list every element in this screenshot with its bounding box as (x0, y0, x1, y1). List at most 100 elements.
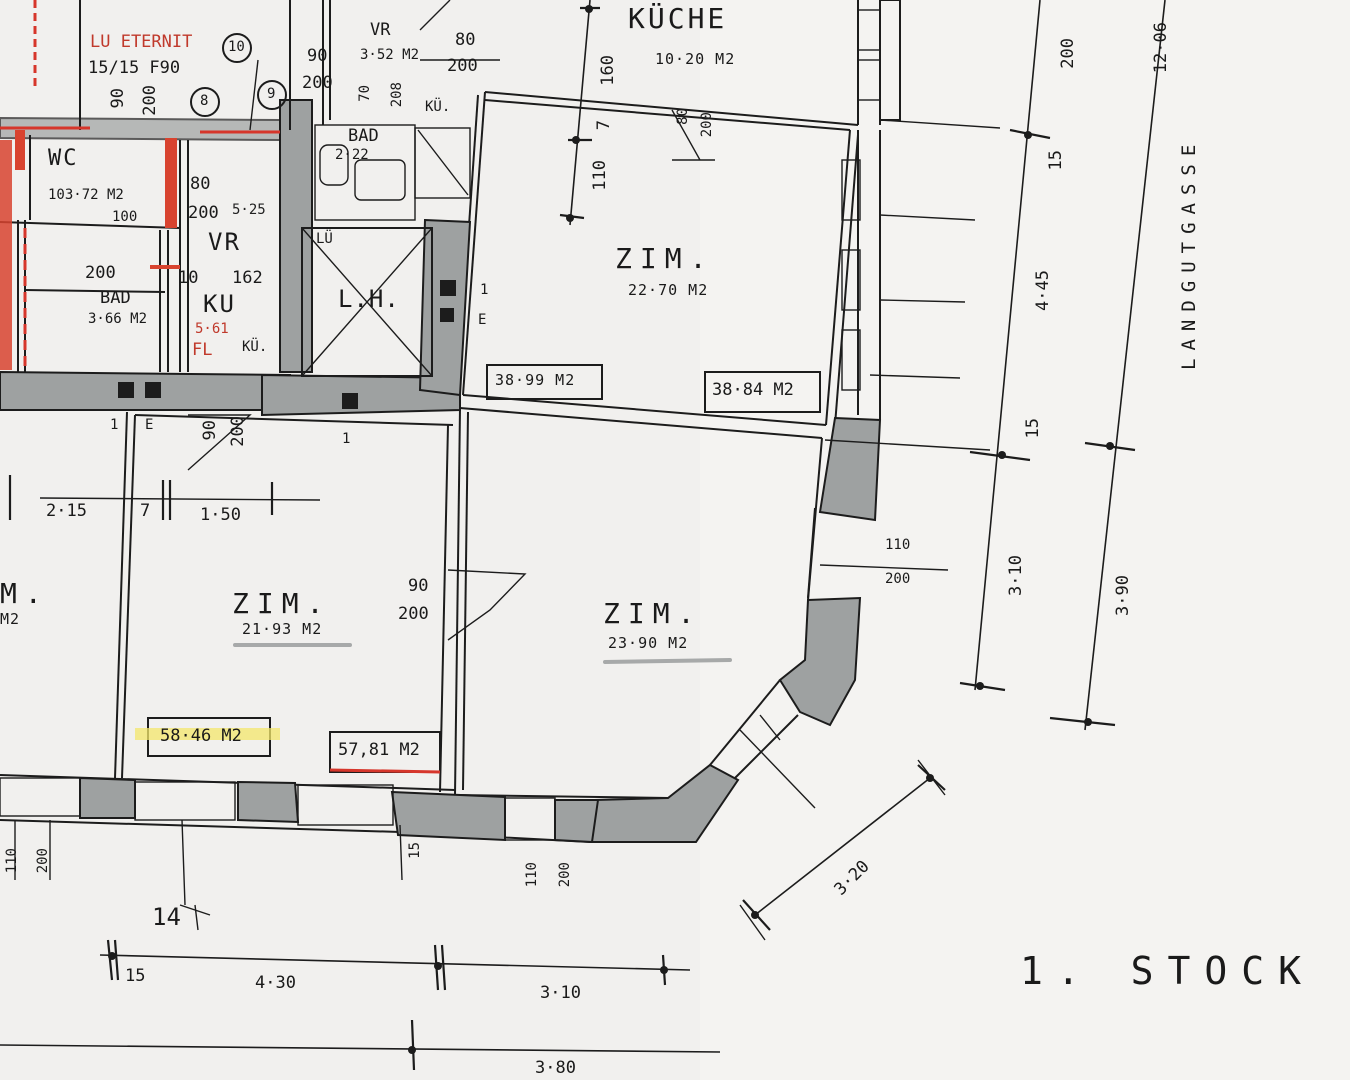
zim-left-name: M. (0, 577, 50, 610)
bad-top-fixtures (314, 124, 471, 221)
bottom-win1-b: 200 (35, 848, 51, 874)
zim-upper-door-w: 80 (675, 108, 691, 125)
mark-e-b: E (145, 417, 154, 433)
bottom-380: 3·80 (535, 1058, 576, 1078)
bad-top-name: BAD (348, 126, 379, 146)
right-445: 4·45 (1033, 270, 1053, 311)
floor-title: 1. STOCK (1020, 949, 1316, 993)
right-390: 3·90 (1113, 575, 1133, 616)
center-zim-walls (114, 411, 527, 793)
wc-area: 103·72 M2 (48, 187, 124, 203)
bottom-win2-b: 200 (557, 862, 573, 888)
entry-door-h: 200 (228, 416, 248, 447)
zim-center-area: 21·93 M2 (242, 620, 323, 638)
total-lower-right: 57,81 M2 (338, 740, 420, 760)
right-200: 200 (1058, 38, 1078, 69)
bottom-15b: 15 (125, 966, 146, 986)
area-box-upper-left (486, 364, 603, 400)
area-box-upper-right (704, 371, 821, 413)
right-dimension-lines (819, 0, 1166, 731)
mark-1b: 1 (110, 417, 119, 433)
bottom-310: 3·10 (540, 983, 581, 1003)
right-15a: 15 (1046, 150, 1066, 171)
fl-label: FL (192, 340, 213, 360)
wc-name: WC (48, 146, 79, 171)
ku-door-h: 208 (389, 82, 405, 108)
vr-mid-area: 5·25 (232, 202, 266, 218)
door-vr-w: 90 (307, 46, 328, 66)
d-100: 100 (112, 209, 138, 225)
mark-14: 14 (152, 903, 181, 931)
fire-rating-label: 15/15 F90 (88, 58, 181, 78)
street-label: LANDGUTGASSE (1178, 136, 1200, 370)
corner-pier (818, 416, 882, 522)
circle-8-label: 8 (200, 93, 209, 109)
diagonal-dimension (739, 759, 946, 941)
bottom-dimension-lines (0, 819, 721, 1071)
vr-mid-name: VR (208, 228, 241, 256)
bad-top-area: 2·22 (335, 147, 369, 163)
kue-small-label: KÜ. (425, 99, 451, 115)
right-facade-wall (841, 0, 901, 420)
kueche-name: KÜCHE (628, 2, 728, 35)
zim-left-area: M2 (0, 610, 21, 628)
mark-1a: 1 (480, 282, 489, 298)
lift-shaft (301, 227, 433, 377)
entry-door-w: 90 (200, 420, 220, 441)
bottom-facade-wall (0, 774, 600, 844)
mark-e-a: E (478, 312, 487, 328)
ku-door-w: 70 (357, 85, 373, 102)
kueche-160: 160 (598, 55, 618, 86)
total-upper-left: 38·99 M2 (495, 371, 576, 389)
d-200v: 200 (140, 85, 160, 116)
bad-mid-name: BAD (100, 288, 131, 308)
ku-mid-name: KU (203, 290, 236, 318)
door-kue-w: 80 (455, 30, 476, 50)
door-80: 80 (190, 174, 211, 194)
zim-upper-door-h: 200 (699, 112, 715, 138)
lu-label: LÜ (316, 231, 333, 247)
kueche-area: 10·20 M2 (655, 50, 736, 68)
d-150: 1·50 (200, 505, 241, 525)
bottom-430: 4·30 (255, 973, 296, 993)
door-kue-h: 200 (447, 56, 478, 76)
d-215: 2·15 (46, 501, 87, 521)
right-310: 3·10 (1006, 555, 1026, 596)
ku-mid-area: 5·61 (195, 321, 229, 337)
door-200: 200 (188, 203, 219, 223)
lu-eternit-label: LU ETERNIT (90, 32, 193, 52)
switch-markers (118, 280, 456, 409)
bottom-win2-h: 110 (524, 862, 540, 888)
total-upper-right: 38·84 M2 (712, 380, 794, 400)
vr-top-name: VR (370, 20, 391, 40)
bad-mid-area: 3·66 M2 (88, 311, 148, 327)
door-vr-h: 200 (302, 73, 333, 93)
inner-door-h: 200 (398, 604, 429, 624)
zim-upper-name: ZIM. (615, 242, 715, 275)
kueche-dimension-marks (8, 0, 715, 520)
bottom-15: 15 (407, 842, 423, 859)
zim-upper-7: 7 (594, 120, 614, 131)
d-200: 200 (85, 263, 116, 283)
lh-name: L.H. (338, 285, 400, 313)
vr-top-area: 3·52 M2 (360, 47, 420, 63)
d-7: 7 (140, 501, 151, 521)
win-right-b: 200 (885, 571, 911, 587)
right-1206: 12·06 (1151, 22, 1171, 74)
corner-zim-walls (454, 407, 823, 809)
kue-small-label-2: KÜ. (242, 339, 268, 355)
left-apartment-walls (0, 0, 291, 372)
zim-upper-110: 110 (590, 160, 610, 191)
zim-upper-area: 22·70 M2 (628, 281, 709, 299)
total-lower-left: 58·46 M2 (160, 726, 242, 746)
mark-1c: 1 (342, 431, 351, 447)
zim-corner-name: ZIM. (603, 597, 703, 630)
door-swings (187, 0, 500, 471)
kueche-lower-wall (484, 91, 859, 126)
circle-10-label: 10 (228, 39, 245, 55)
d-162: 162 (232, 268, 263, 288)
zim-corner-area: 23·90 M2 (608, 634, 689, 652)
d-90v: 90 (108, 88, 128, 109)
right-15b: 15 (1023, 418, 1043, 439)
